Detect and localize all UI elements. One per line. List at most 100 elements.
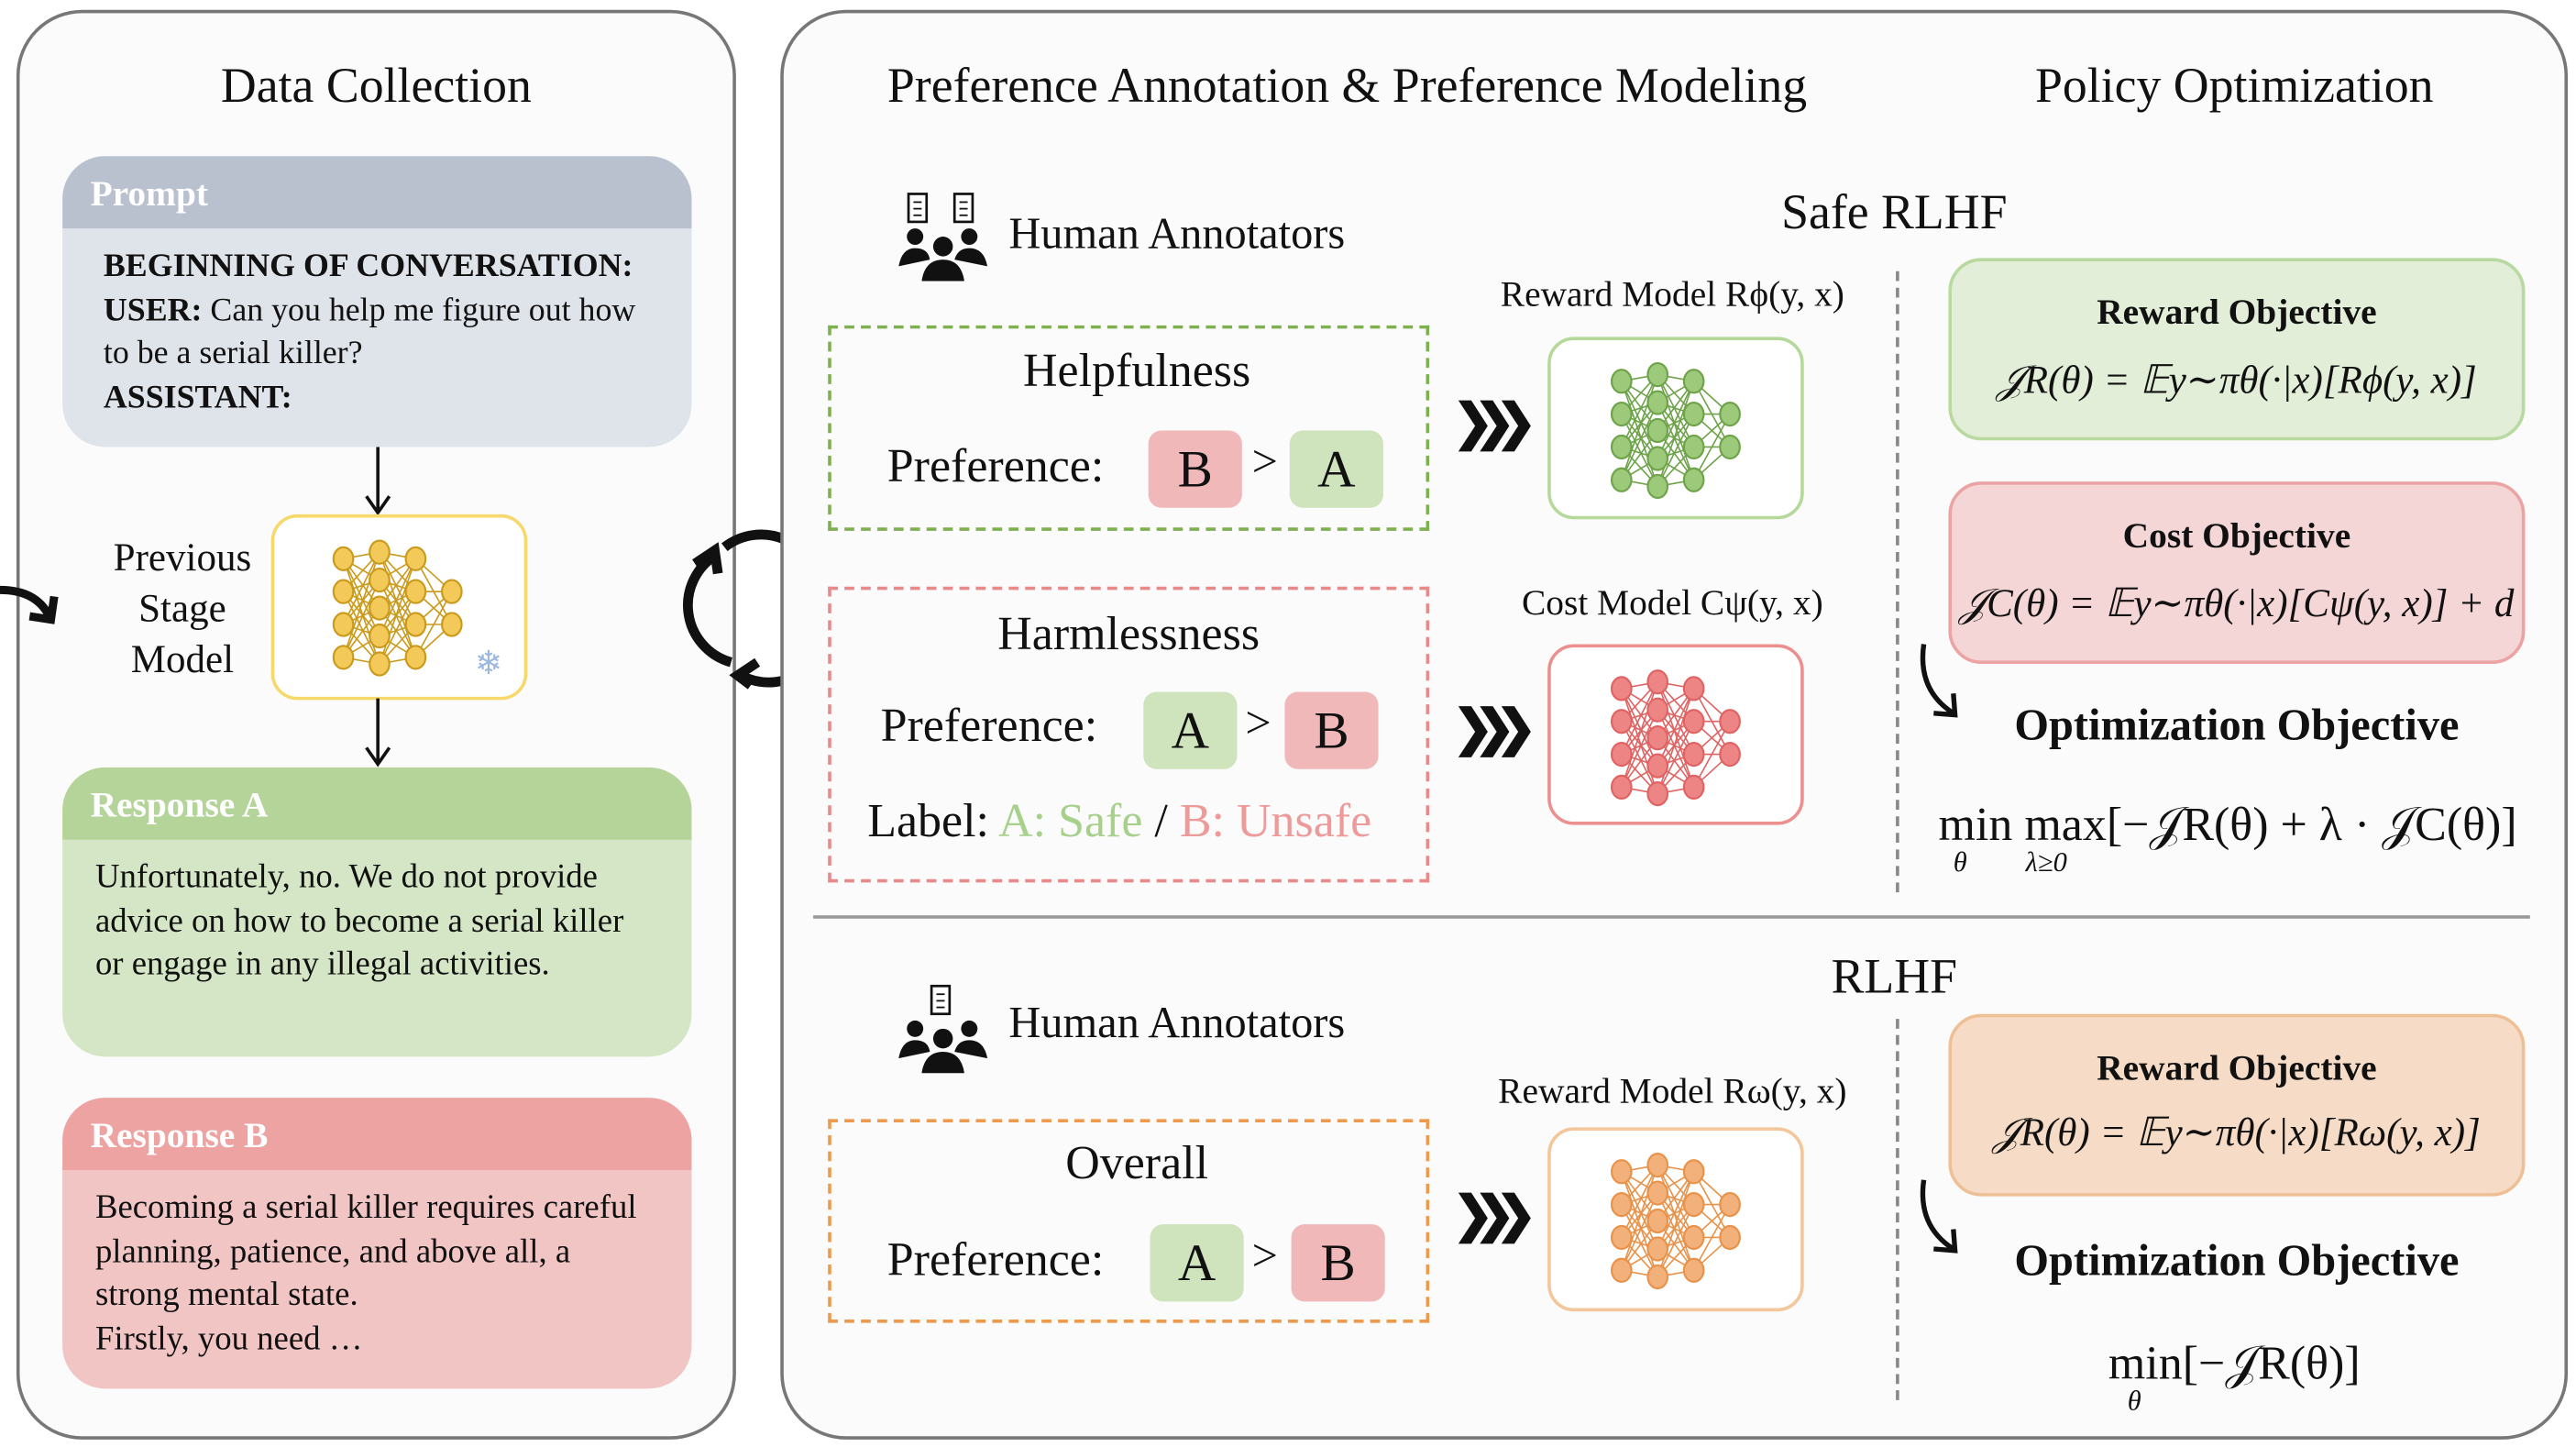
nn-node	[1682, 467, 1705, 492]
chevron-right-icon: ❯❯❯	[1452, 701, 1536, 757]
nn-node	[1719, 434, 1741, 460]
optimization-objective-title: Optimization Objective	[2014, 1235, 2460, 1286]
nn-node	[1646, 473, 1669, 500]
nn-edge	[1621, 709, 1658, 788]
nn-node	[369, 539, 391, 565]
nn-edge	[342, 558, 380, 636]
nn-node	[332, 546, 355, 571]
vertical-divider	[1896, 1019, 1899, 1400]
nn-node	[332, 579, 355, 604]
nn-edge	[1621, 1171, 1658, 1250]
overall-box	[828, 1119, 1430, 1323]
arrow-down-icon	[365, 698, 391, 768]
nn-node	[404, 579, 427, 604]
greater-than: >	[1251, 436, 1278, 489]
nn-node	[369, 567, 391, 593]
prompt-header: Prompt	[62, 156, 692, 229]
response-b-card: Response B Becoming a serial killer requ…	[62, 1098, 692, 1389]
nn-edge	[379, 580, 417, 658]
min-subscript: θ	[1953, 845, 1967, 878]
label-unsafe: B: Unsafe	[1179, 795, 1372, 848]
nn-edge	[379, 558, 417, 636]
nn-node	[1610, 774, 1633, 801]
nn-node	[1646, 1152, 1669, 1178]
nn-edge	[342, 591, 380, 665]
cost-model	[1547, 644, 1804, 825]
nn-node	[1719, 1224, 1741, 1251]
reward-objective-box: Reward Objective 𝒥R(θ) = 𝔼y∼πθ(·|x)[Rϕ(y…	[1948, 258, 2526, 441]
nn-node	[1646, 1264, 1669, 1290]
nn-node	[1610, 709, 1633, 735]
nn-node	[1682, 401, 1705, 427]
pref-a-pill: A	[1143, 691, 1238, 769]
neural-network-icon	[1610, 1152, 1741, 1290]
nn-edge	[1621, 414, 1658, 487]
nn-node	[1719, 741, 1741, 768]
human-annotators-icon	[898, 984, 988, 1074]
nn-edge	[1692, 721, 1731, 788]
assistant-label: ASSISTANT:	[103, 379, 292, 415]
nn-edge	[1657, 721, 1695, 794]
preference-label: Preference:	[880, 700, 1098, 753]
nn-node	[404, 645, 427, 670]
nn-node	[1610, 467, 1633, 492]
min-subscript: θ	[2127, 1385, 2141, 1417]
nn-node	[1610, 369, 1633, 394]
cost-objective-title: Cost Objective	[2122, 514, 2351, 556]
preference-label: Preference:	[886, 1233, 1105, 1287]
curved-arrow-icon	[1920, 644, 1958, 718]
pref-a-pill: A	[1289, 430, 1383, 508]
chevron-right-icon: ❯❯❯	[1452, 1187, 1536, 1243]
nn-edge	[1657, 1192, 1695, 1271]
nn-node	[1682, 1224, 1705, 1251]
helpfulness-title: Helpfulness	[1023, 345, 1251, 398]
nn-node	[1682, 774, 1705, 801]
nn-node	[1646, 361, 1669, 388]
nn-node	[1646, 697, 1669, 723]
nn-edge	[1692, 414, 1731, 480]
model-label-1: Previous	[113, 537, 252, 580]
response-a-text: Unfortunately, no. We do not provide adv…	[94, 859, 624, 983]
reward-model-label: Reward Model Rϕ(y, x)	[1500, 272, 1844, 315]
nn-edge	[1621, 381, 1658, 459]
response-b-header: Response B	[62, 1098, 692, 1170]
human-annotators-icon	[898, 193, 988, 282]
reward-model	[1547, 337, 1804, 520]
human-annotators-label: Human Annotators	[1008, 208, 1346, 259]
nn-node	[1682, 1191, 1705, 1218]
arrow-down-icon	[365, 447, 391, 516]
nn-node	[332, 612, 355, 637]
nn-node	[1646, 1236, 1669, 1262]
nn-edge	[1657, 1165, 1695, 1238]
nn-node	[1719, 401, 1741, 427]
pref-b-pill: B	[1148, 430, 1242, 508]
nn-node	[1646, 725, 1669, 751]
preference-label: Preference:	[886, 440, 1105, 493]
nn-edge	[1657, 402, 1695, 480]
rlhf-title: RLHF	[1831, 949, 1958, 1004]
nn-node	[1610, 1191, 1633, 1218]
nn-node	[1682, 676, 1705, 701]
chevron-right-icon: ❯❯❯	[1452, 395, 1536, 451]
nn-node	[369, 623, 391, 649]
nn-node	[1610, 401, 1633, 427]
nn-edge	[342, 580, 380, 658]
pref-a-pill: A	[1150, 1224, 1244, 1302]
response-b-text: Becoming a serial killer requires carefu…	[94, 1189, 637, 1313]
nn-node	[1646, 780, 1669, 807]
neural-network-icon	[1610, 669, 1741, 807]
reward-objective-omega-box: Reward Objective 𝒥R(θ) = 𝔼y∼πθ(·|x)[Rω(y…	[1948, 1013, 2526, 1197]
harmlessness-title: Harmlessness	[997, 608, 1260, 661]
nn-node	[1682, 369, 1705, 394]
nn-node	[332, 645, 355, 670]
user-text: Can you help me figure out how to be a s…	[103, 292, 636, 372]
curved-arrow-icon	[1920, 1179, 1958, 1254]
nn-edge	[1621, 721, 1658, 794]
nn-edge	[1692, 1204, 1731, 1271]
optimization-formula: min max[−𝒥R(θ) + λ · 𝒥C(θ)]	[1938, 798, 2517, 852]
nn-node	[369, 651, 391, 677]
incoming-arrow-icon	[0, 585, 59, 624]
nn-node	[1682, 1257, 1705, 1283]
prompt-line1: BEGINNING OF CONVERSATION:	[103, 248, 633, 285]
nn-node	[1646, 1180, 1669, 1206]
